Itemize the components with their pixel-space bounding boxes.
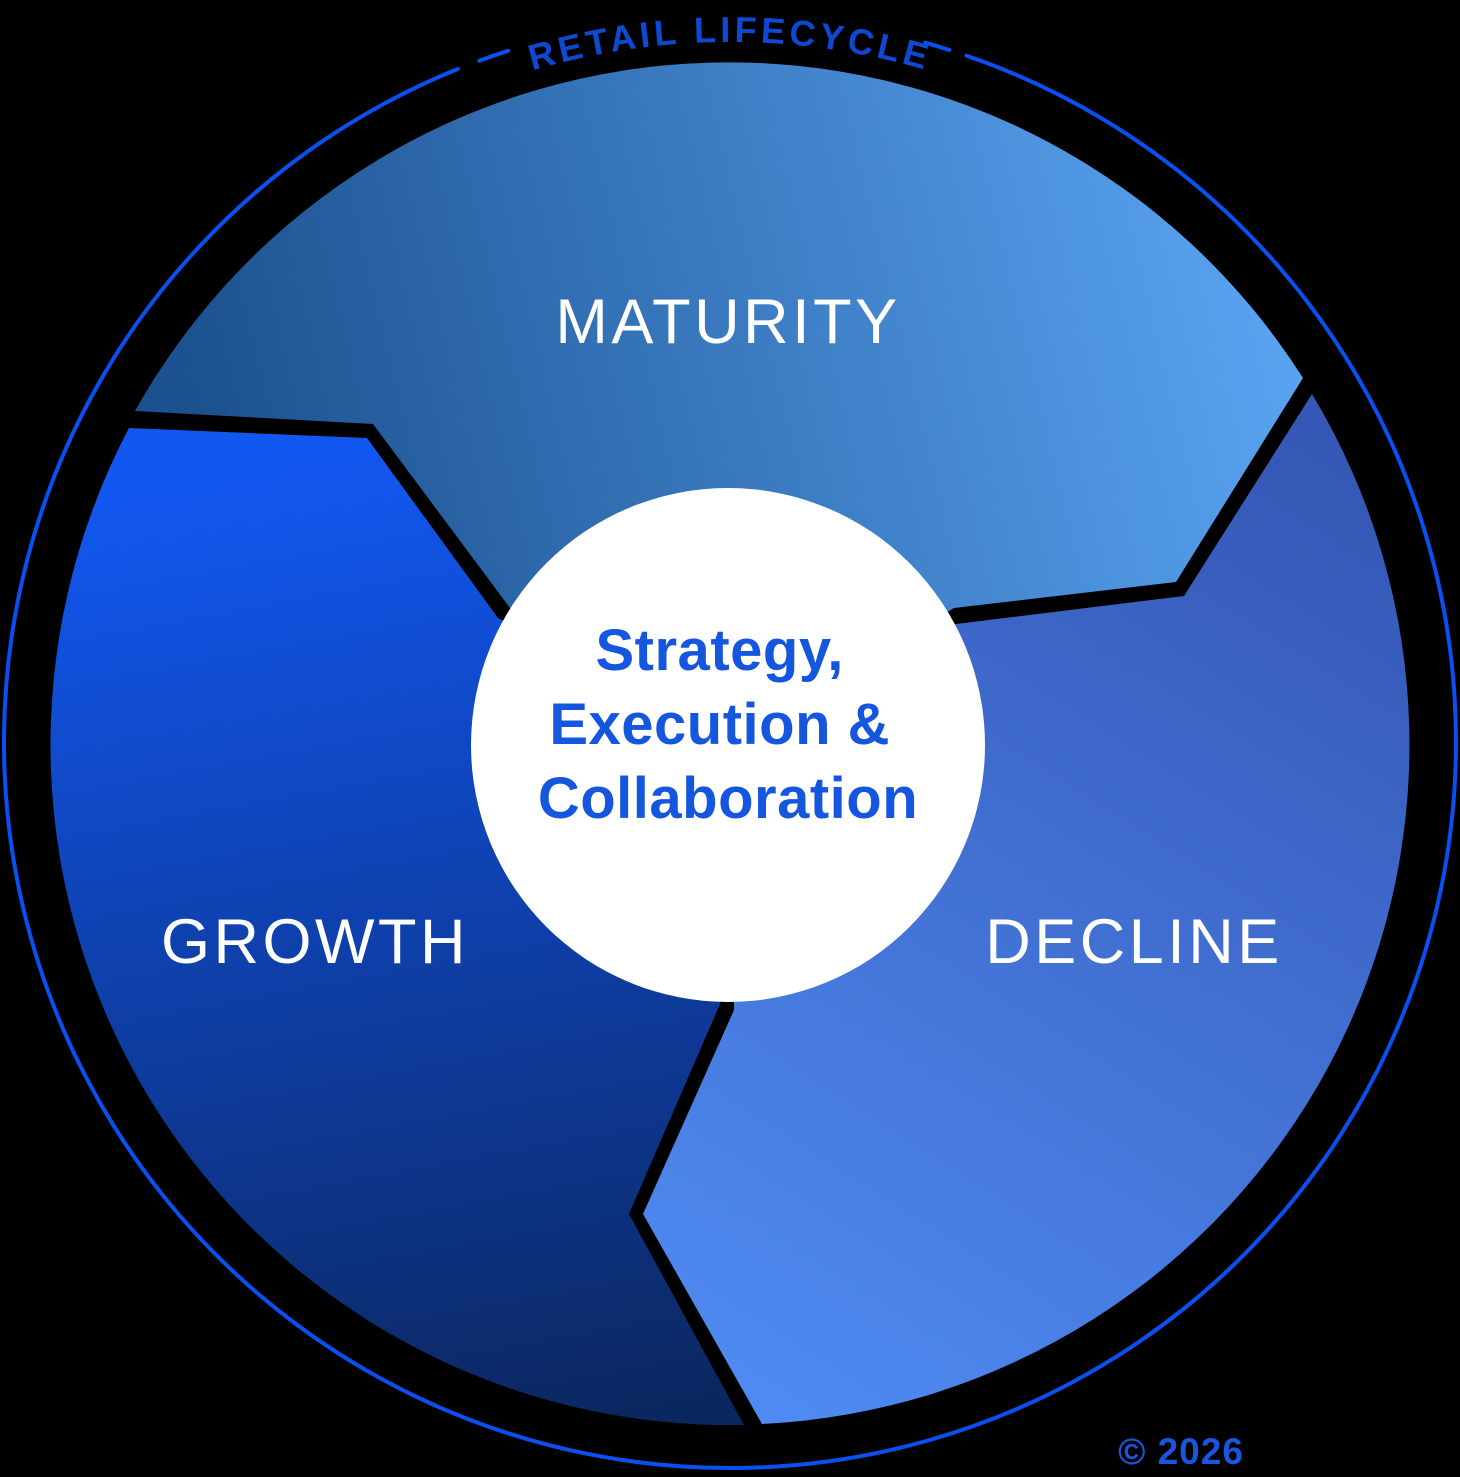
ring-dash-left bbox=[477, 48, 511, 63]
center-circle bbox=[471, 488, 985, 1002]
center-text-line3: Collaboration bbox=[538, 766, 918, 831]
outer-ring-arc bbox=[2, 53, 1458, 1470]
segment-label-decline: DECLINE bbox=[985, 907, 1283, 977]
center-hub-text: Strategy, Execution & Collaboration bbox=[538, 618, 918, 831]
decline-segment bbox=[643, 394, 1410, 1424]
copyright-year: © 2026 bbox=[1118, 1431, 1244, 1472]
ring-dash-right bbox=[923, 40, 952, 52]
segment-label-growth: GROWTH bbox=[161, 907, 469, 977]
segment-label-maturity: MATURITY bbox=[555, 287, 900, 357]
center-text-line1: Strategy, bbox=[595, 618, 843, 683]
center-text-line2: Execution & bbox=[549, 692, 890, 757]
maturity-segment bbox=[135, 62, 1303, 745]
